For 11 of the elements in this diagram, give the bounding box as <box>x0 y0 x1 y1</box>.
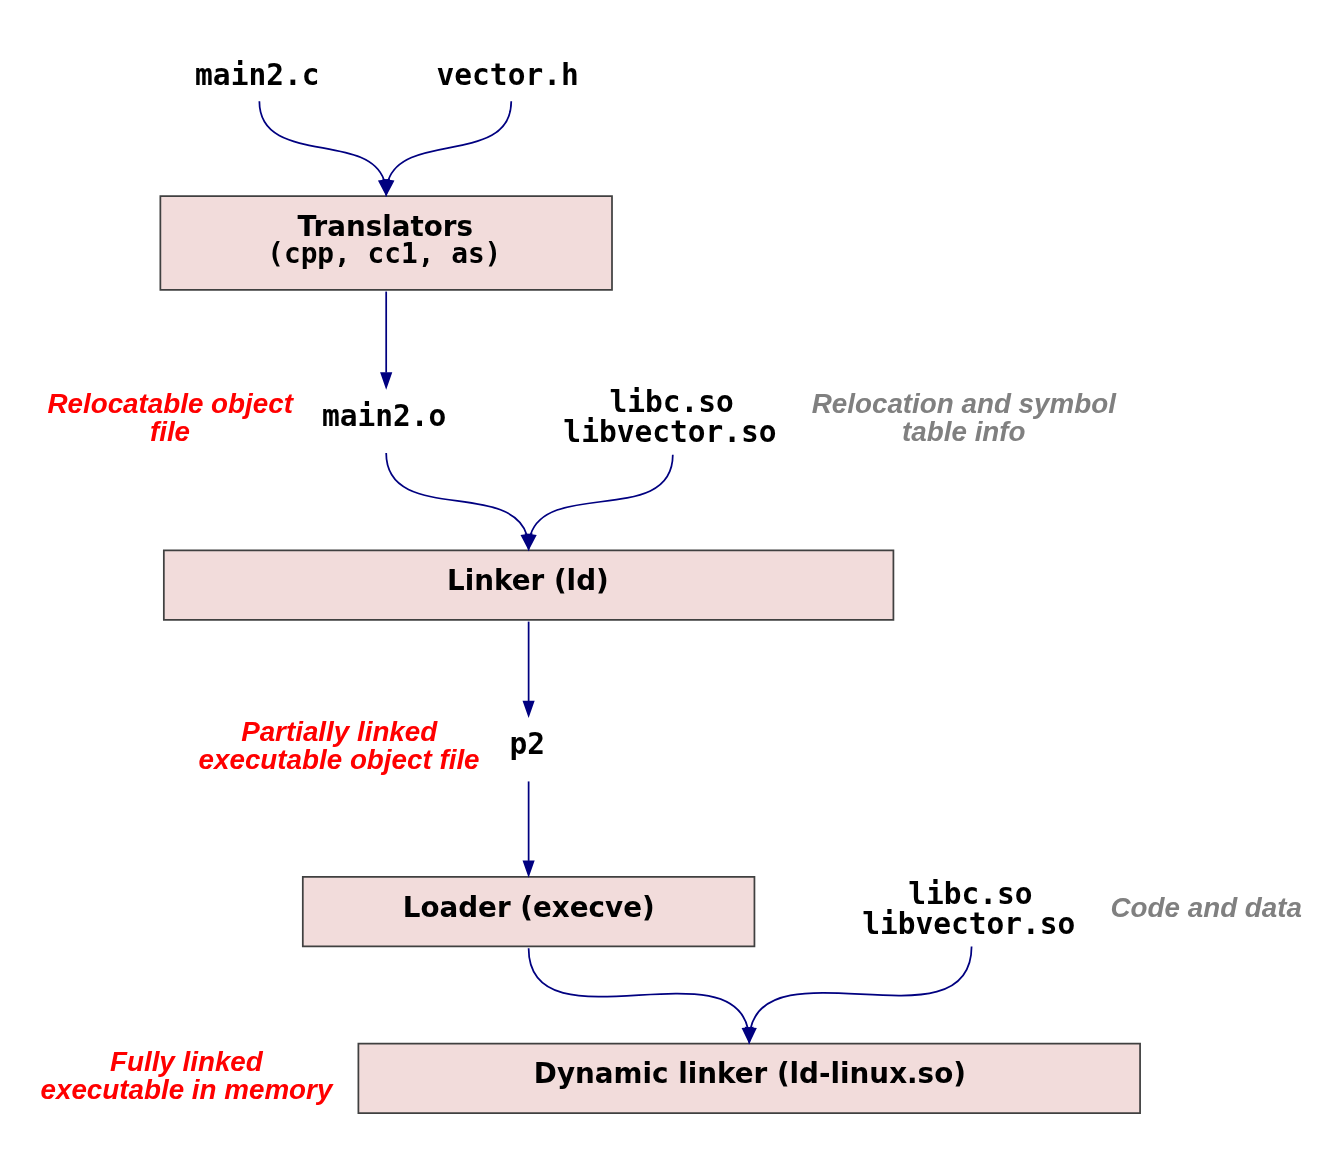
node-text: main2.c <box>195 57 320 92</box>
node-label: Fully linked executable in memory <box>40 1045 333 1105</box>
node-label: Relocation and symbol table info <box>811 387 1116 447</box>
node-text: p2 <box>509 726 546 761</box>
node-text: libc.so libvector.so <box>862 876 1076 941</box>
node-text: vector.h <box>436 57 579 92</box>
node-text: main2.o <box>321 397 447 432</box>
node-label: Partially linked executable object file <box>198 715 480 775</box>
node-text: libc.so libvector.so <box>563 384 777 449</box>
node-label: Code and data <box>1110 891 1302 923</box>
node-label: Relocatable object file <box>47 387 293 447</box>
